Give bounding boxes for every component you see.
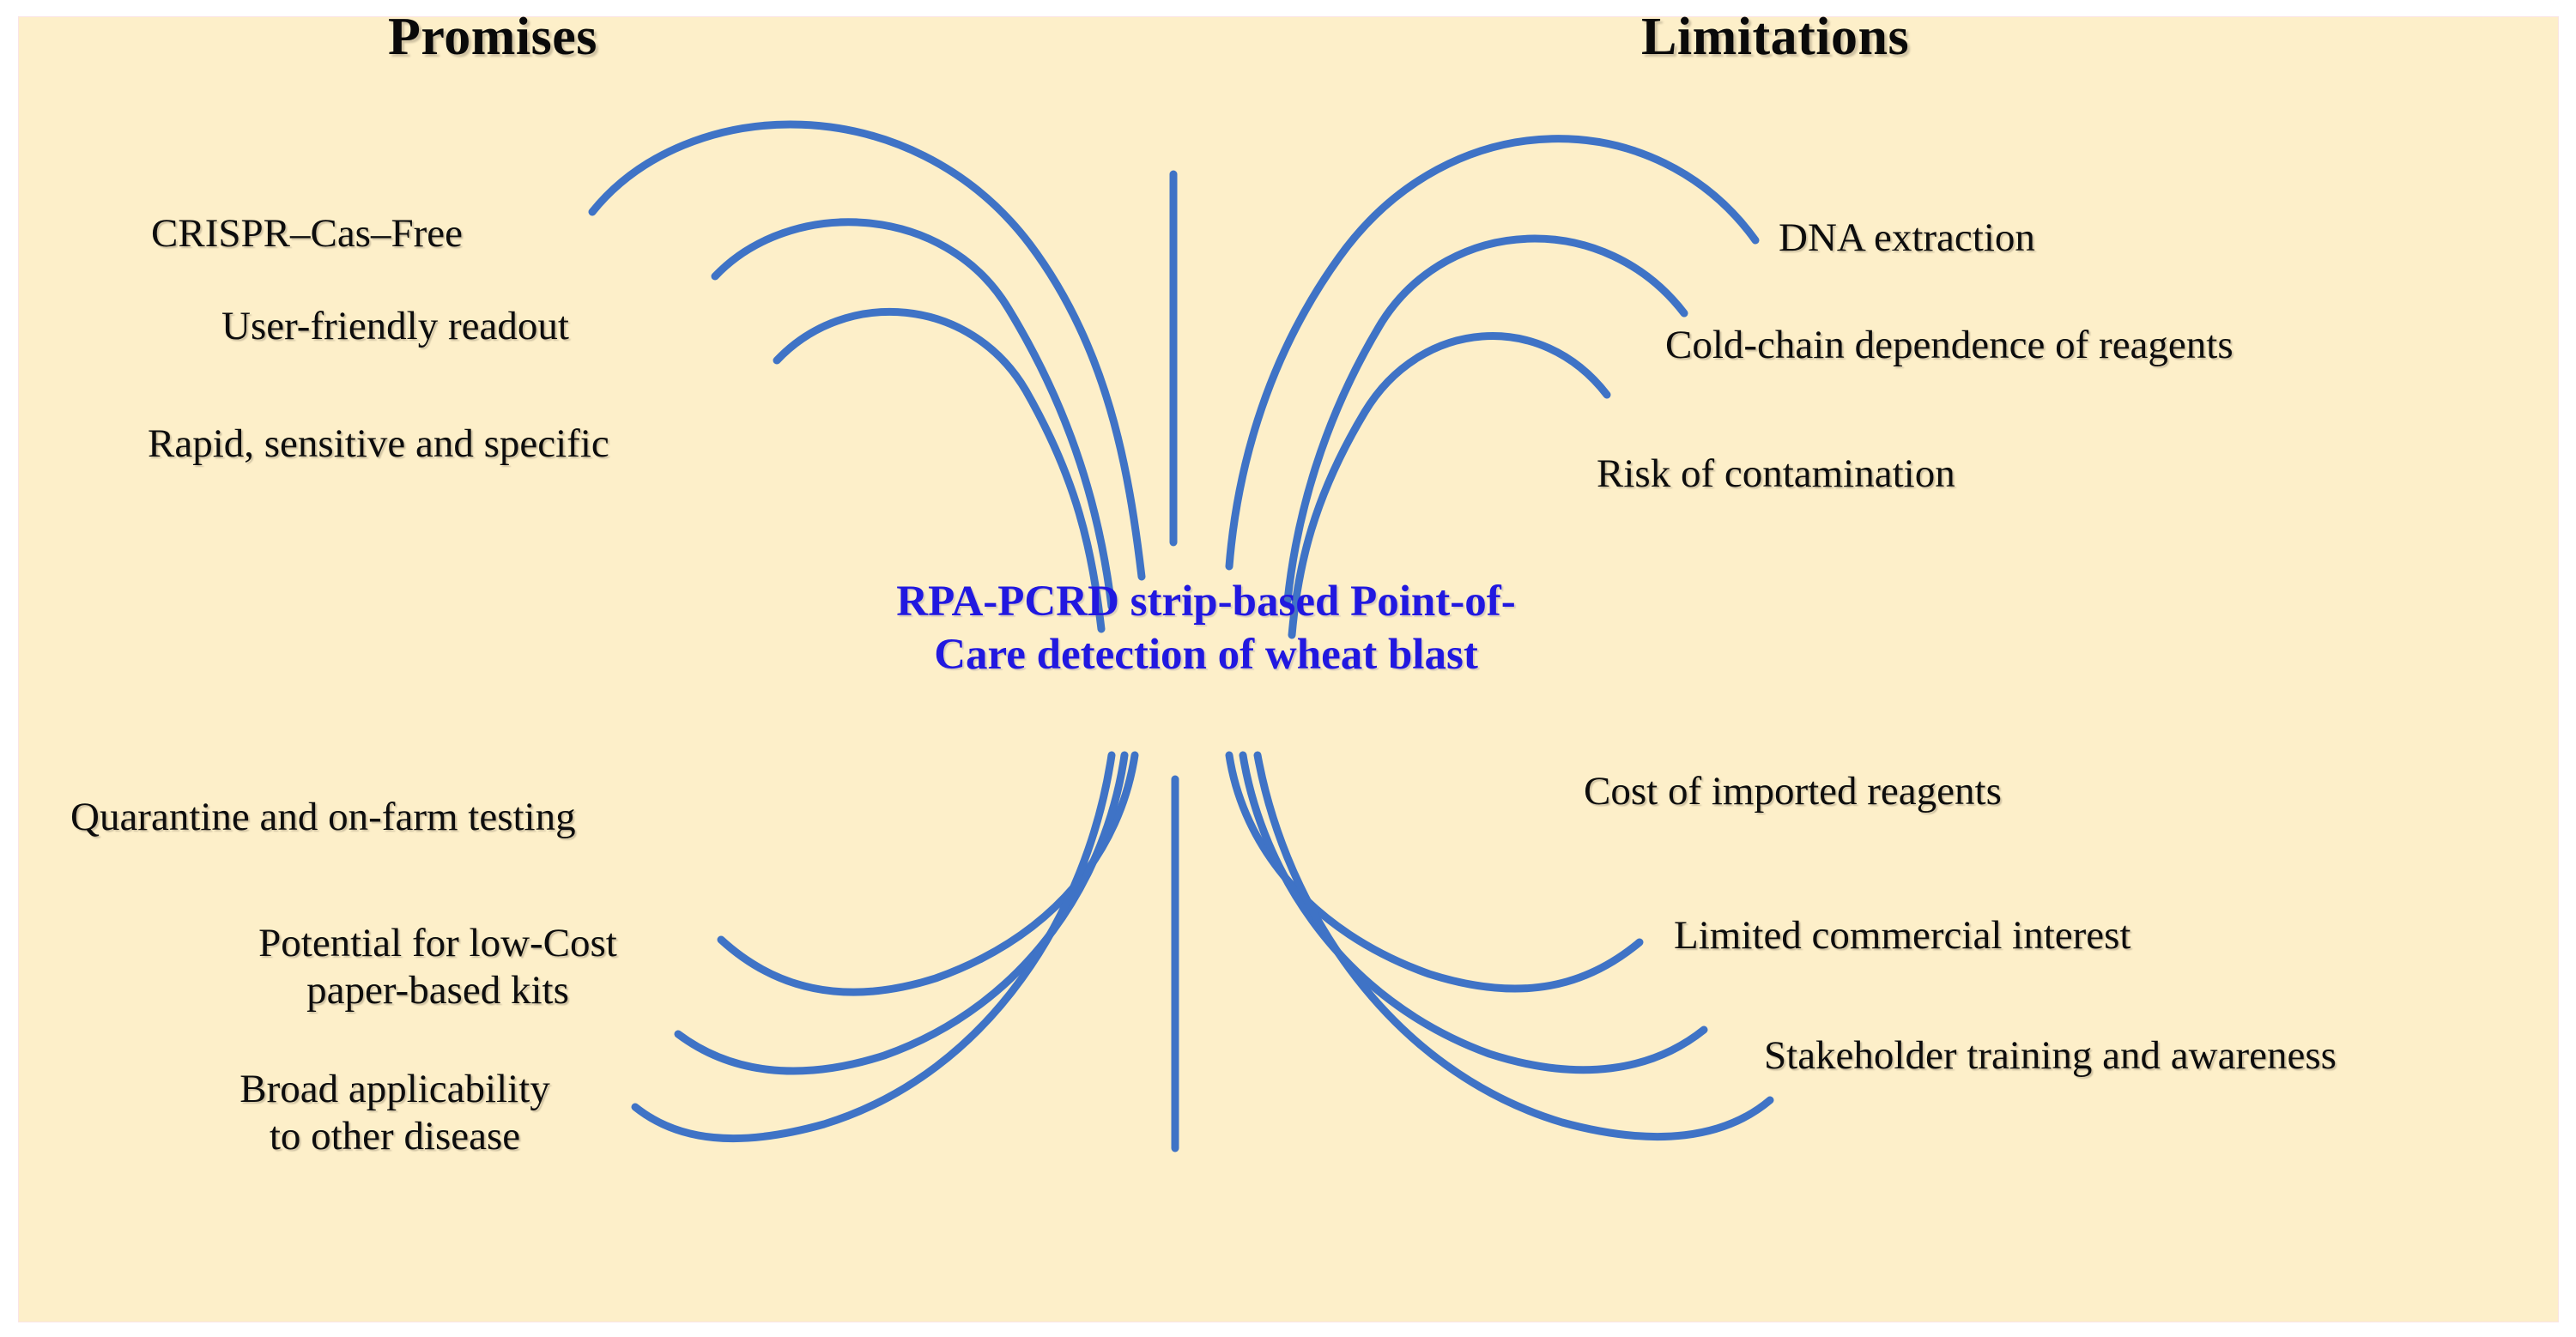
limitation-item-cold-chain-dependence: Cold-chain dependence of reagents <box>1665 323 2234 367</box>
promise-item-quarantine-on-farm-testing: Quarantine and on-farm testing <box>70 795 576 839</box>
heading-promises: Promises <box>388 8 597 66</box>
promise-item-low-cost-paper-kits-line-1: Potential for low-Cost <box>258 921 617 965</box>
limitation-item-dna-extraction: DNA extraction <box>1779 215 2035 260</box>
promise-item-low-cost-paper-kits: Potential for low-Cost paper-based kits <box>155 920 721 1013</box>
center-title-line-2: Care detection of wheat blast <box>934 631 1478 680</box>
promise-item-broad-applicability-line-1: Broad applicability <box>239 1067 550 1111</box>
promise-item-broad-applicability: Broad applicability to other disease <box>129 1066 661 1159</box>
promise-item-rapid-sensitive-specific: Rapid, sensitive and specific <box>148 421 609 466</box>
promise-item-user-friendly-readout: User-friendly readout <box>221 304 569 348</box>
limitation-item-stakeholder-training: Stakeholder training and awareness <box>1764 1033 2337 1078</box>
promise-item-broad-applicability-line-2: to other disease <box>269 1113 521 1159</box>
center-title-line-1: RPA-PCRD strip-based Point-of- <box>896 578 1516 626</box>
limitation-item-cost-of-imported-reagents: Cost of imported reagents <box>1584 769 2002 814</box>
limitation-item-risk-of-contamination: Risk of contamination <box>1597 451 1955 496</box>
limitation-item-limited-commercial-interest: Limited commercial interest <box>1674 913 2131 958</box>
promise-item-low-cost-paper-kits-line-2: paper-based kits <box>306 967 569 1013</box>
promise-item-crispr-cas-free: CRISPR–Cas–Free <box>151 211 463 256</box>
heading-limitations: Limitations <box>1641 8 1910 66</box>
center-title: RPA-PCRD strip-based Point-of- Care dete… <box>755 575 1657 681</box>
